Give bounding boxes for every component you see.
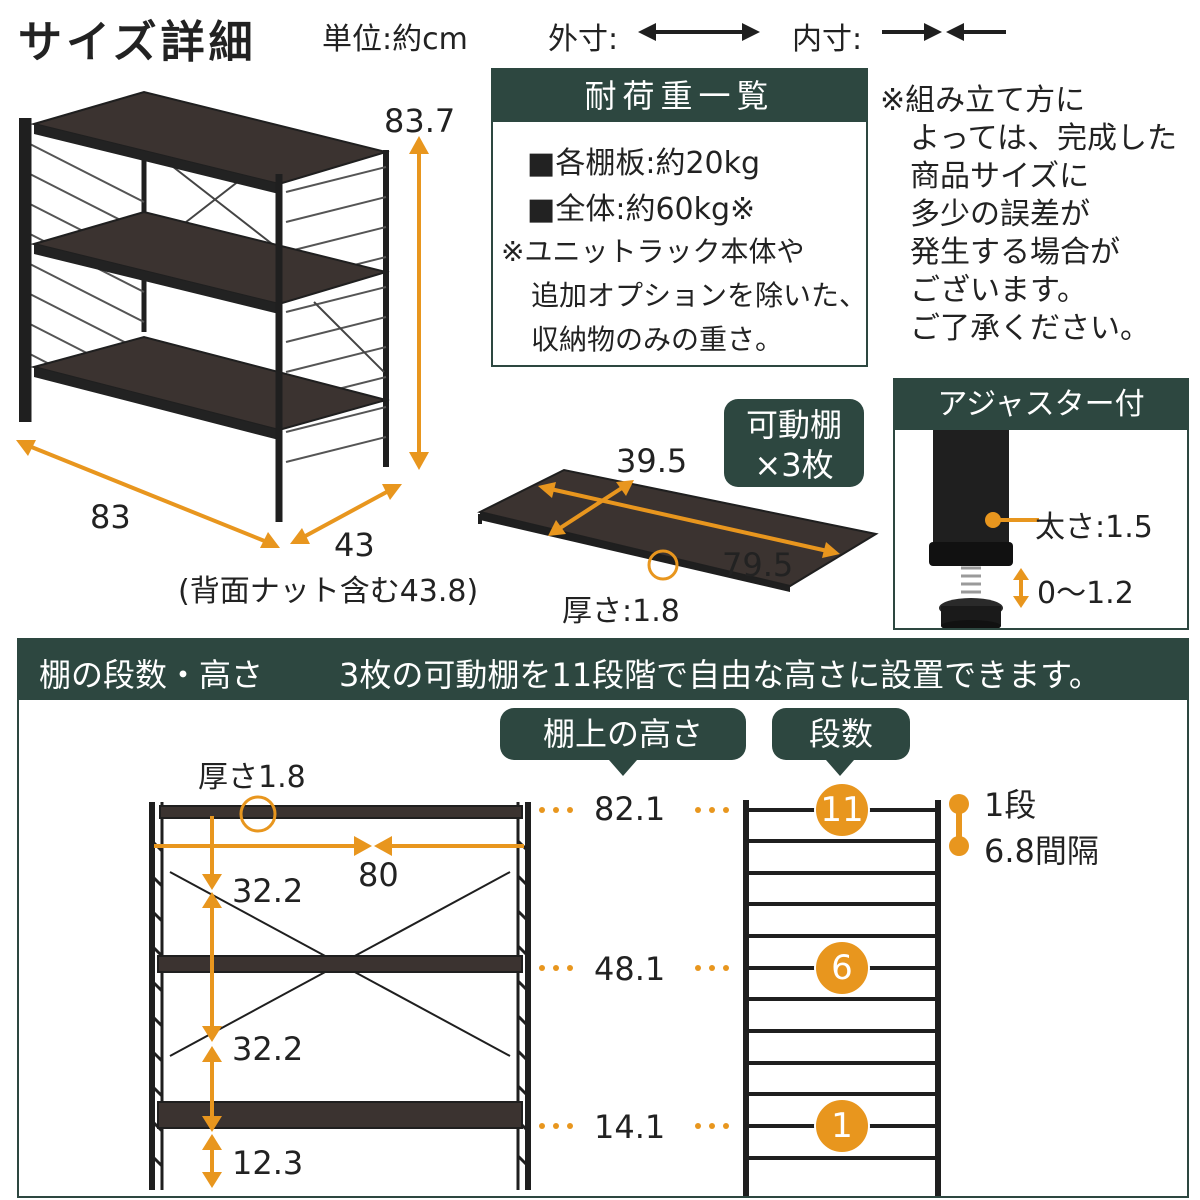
board-depth-label: 39.5 bbox=[616, 442, 688, 480]
adjuster-box: アジャスター付 太さ:1.5 0〜1.2 bbox=[893, 378, 1189, 630]
height-value-bottom: 14.1 bbox=[594, 1108, 666, 1146]
load-shelf-text: ■各棚板:約20kg bbox=[527, 146, 761, 181]
rack-front-illustration bbox=[149, 802, 531, 1190]
step-label: 1段 bbox=[984, 786, 1037, 824]
front-dimension-overlay bbox=[154, 795, 524, 1188]
rack-depth-note: (背面ナット含む43.8) bbox=[178, 574, 479, 609]
gap-top-label: 32.2 bbox=[232, 872, 304, 910]
inner-dimension-arrow-icon bbox=[882, 23, 1006, 41]
thickness-marker-icon bbox=[647, 549, 679, 581]
inner-dimension-label: 内寸: bbox=[792, 22, 863, 57]
steps-pill-tail bbox=[826, 760, 854, 776]
adjuster-range-arrow-icon bbox=[1013, 568, 1029, 608]
unit-label: 単位:約cm bbox=[322, 22, 468, 57]
height-value-middle: 48.1 bbox=[594, 950, 666, 988]
adjuster-pointer-icon bbox=[985, 512, 1039, 528]
rack-width-label: 83 bbox=[90, 498, 131, 536]
assembly-note: ※組み立て方に よっては、完成した 商品サイズに 多少の誤差が 発生する場合が … bbox=[880, 83, 1177, 346]
depth-arrow-icon bbox=[290, 484, 402, 544]
section-description: 3枚の可動棚を11段階で自由な高さに設置できます。 bbox=[339, 656, 1101, 694]
rack-depth-label: 43 bbox=[334, 526, 375, 564]
height-leader-dots bbox=[539, 807, 729, 1129]
load-capacity-box: 耐荷重一覧 ■各棚板:約20kg ■全体:約60kg※ ※ユニットラック本体や … bbox=[491, 68, 868, 367]
height-value-top: 82.1 bbox=[594, 790, 666, 828]
interval-label: 6.8間隔 bbox=[984, 832, 1099, 870]
gap-middle-label: 32.2 bbox=[232, 1030, 304, 1068]
section-title: 棚の段数・高さ bbox=[39, 656, 264, 694]
interval-indicator-icon bbox=[949, 794, 969, 856]
rack-height-label: 83.7 bbox=[384, 102, 456, 140]
adjuster-foot-illustration bbox=[929, 430, 1013, 628]
board-depth-arrow-icon bbox=[548, 480, 634, 536]
shelf-height-pill-tail bbox=[609, 760, 637, 776]
adjuster-range-label: 0〜1.2 bbox=[1037, 576, 1134, 611]
adjuster-diameter-label: 太さ:1.5 bbox=[1035, 510, 1153, 545]
load-note-line1: ※ユニットラック本体や bbox=[501, 235, 805, 268]
load-total-text: ■全体:約60kg※ bbox=[527, 192, 756, 227]
steps-pill: 段数 bbox=[772, 708, 910, 760]
page-title: サイズ詳細 bbox=[18, 17, 257, 68]
board-thickness-label: 厚さ:1.8 bbox=[562, 594, 680, 629]
load-note-line3: 収納物のみの重さ。 bbox=[531, 323, 784, 356]
board-width-label: 79.5 bbox=[722, 546, 794, 584]
outer-dimension-label: 外寸: bbox=[548, 22, 619, 57]
step-badge-1: 1 bbox=[814, 1098, 870, 1154]
gap-bottom-label: 12.3 bbox=[232, 1144, 304, 1182]
step-badge-11: 11 bbox=[814, 782, 870, 838]
shelf-height-pill: 棚上の高さ bbox=[500, 708, 746, 760]
side-ladder-illustration bbox=[743, 800, 941, 1196]
front-thickness-label: 厚さ1.8 bbox=[198, 760, 306, 795]
step-badge-6: 6 bbox=[814, 940, 870, 996]
outer-dimension-arrow-icon bbox=[638, 23, 760, 41]
rack-illustration bbox=[19, 90, 390, 522]
height-arrow-icon bbox=[409, 136, 429, 470]
board-width-arrow-icon bbox=[538, 482, 840, 558]
inner-width-label: 80 bbox=[358, 856, 399, 894]
movable-shelf-badge: 可動棚 ×3枚 bbox=[724, 399, 864, 487]
adjuster-heading: アジャスター付 bbox=[895, 380, 1187, 430]
load-note-line2: 追加オプションを除いた、 bbox=[531, 279, 868, 312]
load-capacity-heading: 耐荷重一覧 bbox=[493, 70, 866, 122]
width-arrow-icon bbox=[16, 440, 280, 548]
section-header: 棚の段数・高さ 3枚の可動棚を11段階で自由な高さに設置できます。 bbox=[19, 640, 1187, 700]
